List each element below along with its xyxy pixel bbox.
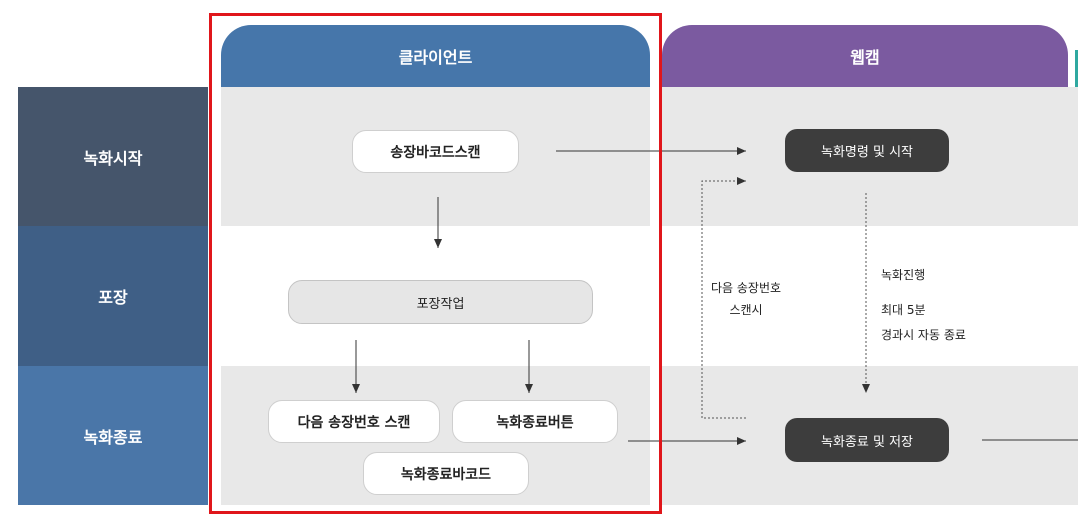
next-invoice-scan-node: 다음 송장번호 스캔 [268,400,440,443]
stop-and-save-label: 녹화종료 및 저장 [821,434,913,450]
start-recording-node: 녹화명령 및 시작 [785,129,949,172]
row-label-start-text: 녹화시작 [83,148,143,168]
packing-label: 포장작업 [416,296,465,312]
column-header-client: 클라이언트 [221,25,650,87]
dotted-loop-next-scan [701,177,746,419]
stop-recording-barcode-node: 녹화종료바코드 [363,452,529,495]
column-header-webcam: 웹캠 [662,25,1068,87]
next-scan-note-line1: 다음 송장번호 [710,281,782,295]
scan-invoice-barcode-node: 송장바코드스캔 [352,130,519,173]
row-label-packing: 포장 [18,226,208,366]
next-column-edge [1075,50,1078,87]
stop-recording-button-label: 녹화종료버튼 [496,414,574,431]
column-header-webcam-text: 웹캠 [850,48,880,67]
start-recording-label: 녹화명령 및 시작 [821,145,913,160]
stop-recording-button-node: 녹화종료버튼 [452,400,618,443]
client-highlight-box [209,13,662,514]
next-scan-note: 다음 송장번호 스캔시 [700,281,792,318]
recording-progress-note: 녹화진행 [881,268,926,282]
row-label-packing-text: 포장 [98,288,128,307]
stop-recording-barcode-label: 녹화종료바코드 [400,466,492,483]
max-time-note: 최대 5분 [881,303,926,317]
auto-stop-note: 경과시 자동 종료 [881,328,966,342]
row-label-stop-text: 녹화종료 [83,427,143,447]
next-invoice-scan-label: 다음 송장번호 스캔 [297,414,411,431]
row-label-stop: 녹화종료 [18,366,208,505]
row-label-start: 녹화시작 [18,87,208,226]
stop-and-save-node: 녹화종료 및 저장 [785,418,949,462]
scan-invoice-barcode-label: 송장바코드스캔 [390,144,481,161]
packing-node: 포장작업 [288,280,593,324]
next-scan-note-line2: 스캔시 [729,303,763,318]
column-header-client-text: 클라이언트 [398,48,473,67]
